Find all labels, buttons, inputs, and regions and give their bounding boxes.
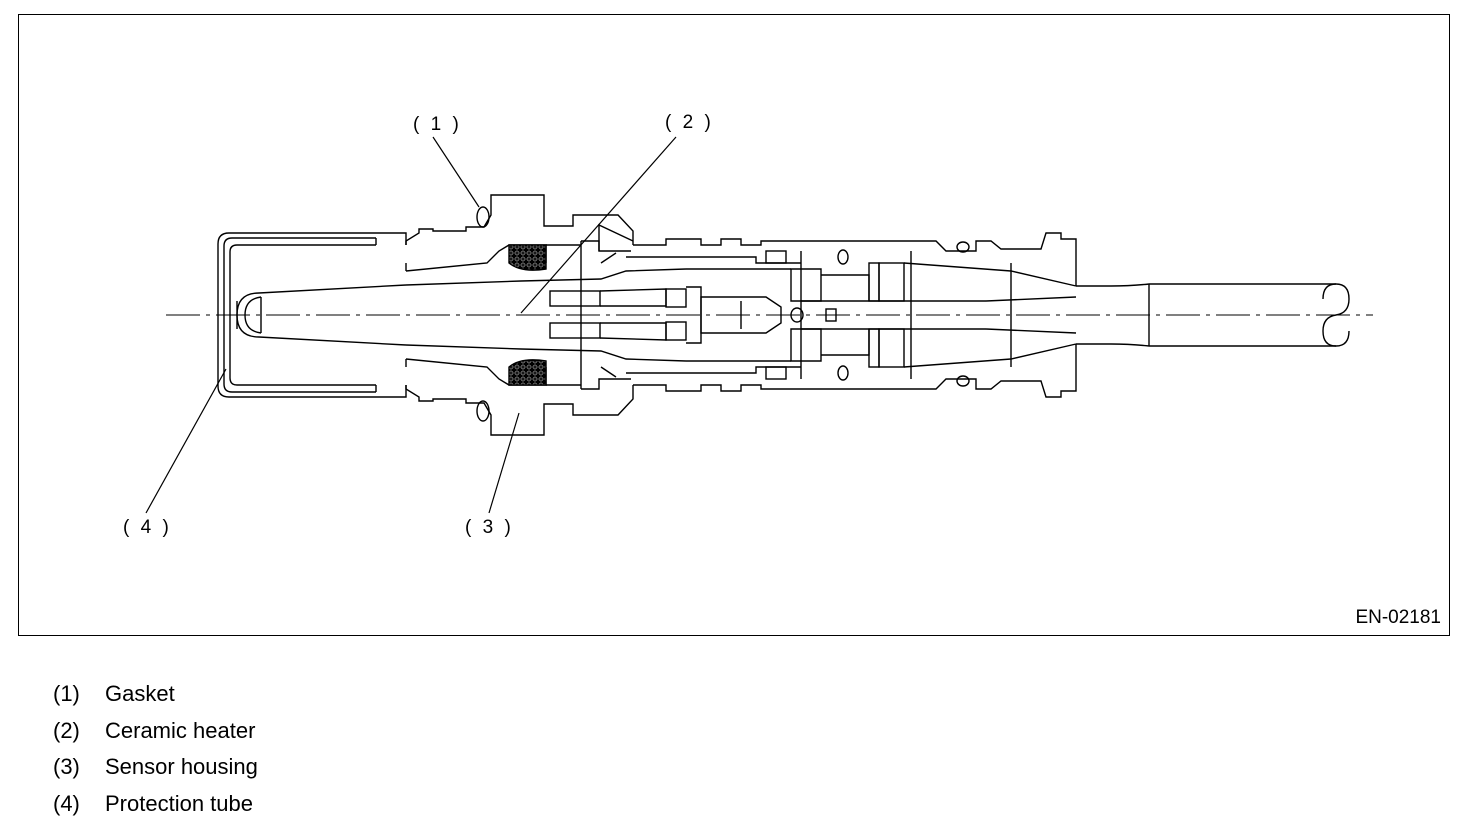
leader-line-4 [145, 368, 227, 514]
legend-number: (3) [53, 754, 80, 780]
legend-item: (1) Gasket [53, 676, 258, 713]
ceramic-element [236, 284, 407, 346]
protection-tube [217, 232, 407, 398]
leader-line-1 [432, 136, 480, 208]
legend-item: (4) Protection tube [53, 786, 258, 823]
leader-line-2 [520, 136, 677, 314]
legend-label: Protection tube [105, 790, 253, 816]
figure-id: EN-02181 [1355, 607, 1441, 628]
legend-label: Ceramic heater [105, 717, 256, 743]
legend-item: (2) Ceramic heater [53, 713, 258, 750]
leader-line-3 [488, 412, 520, 514]
terminal-assembly [686, 251, 1077, 379]
legend-item: (3) Sensor housing [53, 749, 258, 786]
callout-2: ( 2 ) [665, 112, 714, 133]
gasket [476, 206, 490, 422]
callout-3: ( 3 ) [465, 517, 514, 538]
legend-number: (4) [53, 790, 80, 816]
legend-number: (2) [53, 717, 80, 743]
oxygen-sensor-diagram: ( 1 ) ( 2 ) ( 3 ) ( 4 ) [123, 112, 1373, 538]
parts-legend: (1) Gasket (2) Ceramic heater (3) Sensor… [53, 676, 258, 822]
cable [1076, 283, 1350, 347]
ceramic-heater [405, 268, 687, 362]
legend-number: (1) [53, 681, 80, 707]
callout-4: ( 4 ) [123, 517, 172, 538]
leader-lines [145, 136, 677, 514]
diagram-frame: ( 1 ) ( 2 ) ( 3 ) ( 4 ) EN-02181 [18, 14, 1450, 636]
metal-sleeve [598, 223, 1077, 398]
legend-label: Sensor housing [105, 754, 258, 780]
legend-label: Gasket [105, 681, 175, 707]
sensor-housing [405, 194, 634, 436]
callout-1: ( 1 ) [413, 114, 462, 135]
